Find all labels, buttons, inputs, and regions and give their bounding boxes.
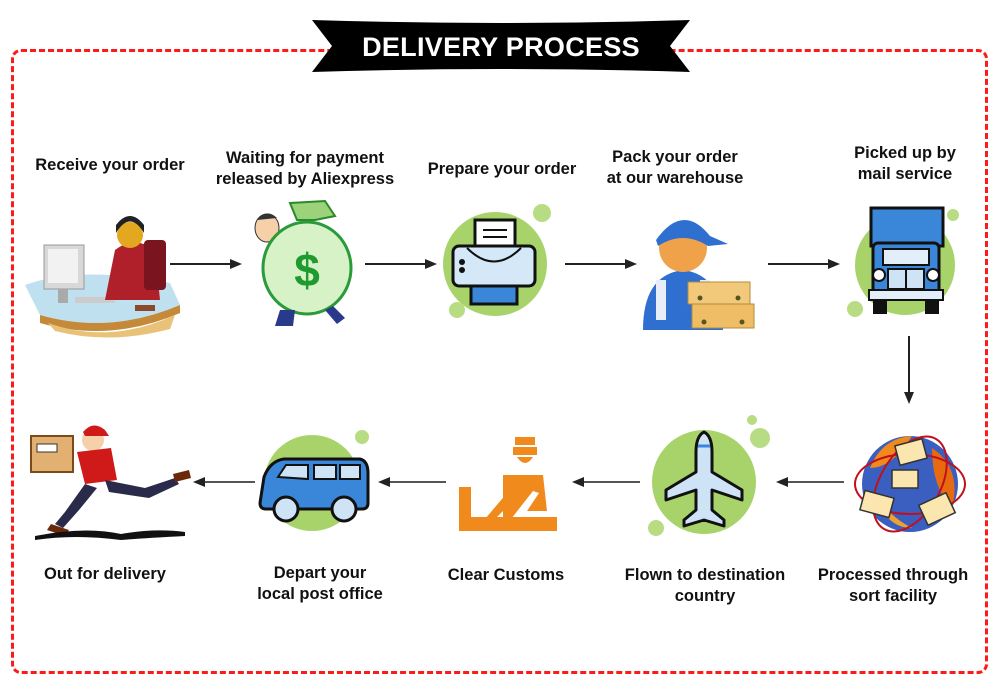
flow-arrow-6-to-7	[776, 477, 844, 487]
customs-officer-icon	[459, 437, 557, 531]
flow-arrow-4-to-5	[768, 259, 840, 269]
step-label-flown: Flown to destination country	[612, 565, 798, 607]
page-title: DELIVERY PROCESS	[362, 32, 640, 62]
label-line: sort facility	[848, 587, 938, 605]
step-label-out-for-delivery: Out for delivery	[30, 564, 180, 585]
label-line: country	[674, 587, 736, 605]
label-line: Receive your order	[35, 156, 185, 174]
step-label-sort-facility: Processed through sort facility	[806, 565, 980, 607]
label-line: Pack your order	[612, 148, 738, 166]
title-banner: DELIVERY PROCESS	[308, 18, 694, 74]
flow-arrow-3-to-4	[565, 259, 637, 269]
worker-with-boxes-icon	[643, 219, 755, 330]
globe-mail-icon	[854, 435, 966, 533]
label-line: mail service	[857, 165, 953, 183]
step-label-waiting-payment: Waiting for payment released by Aliexpre…	[200, 148, 410, 190]
label-line: Out for delivery	[44, 565, 166, 583]
label-line: Picked up by	[854, 144, 956, 162]
label-line: Waiting for payment	[226, 149, 384, 167]
van-icon	[258, 430, 370, 531]
woman-at-computer-icon	[25, 216, 180, 338]
money-bag-icon: $	[254, 199, 353, 326]
flow-arrow-5-to-6	[904, 336, 914, 404]
truck-icon	[847, 206, 959, 317]
flow-arrow-8-to-9	[378, 477, 446, 487]
step-label-pack-order: Pack your order at our warehouse	[590, 147, 760, 189]
banner-ribbon-shape	[312, 20, 690, 72]
flow-arrow-1-to-2	[170, 259, 242, 269]
step-label-clear-customs: Clear Customs	[430, 565, 582, 586]
label-line: at our warehouse	[606, 169, 744, 187]
flow-arrow-2-to-3	[365, 259, 437, 269]
label-line: Prepare your order	[427, 160, 577, 178]
flow-arrow-9-to-10	[193, 477, 255, 487]
flow-arrow-7-to-8	[572, 477, 640, 487]
airplane-icon	[648, 415, 770, 536]
label-line: Flown to destination	[624, 566, 786, 584]
step-label-depart-post-office: Depart your local post office	[240, 563, 400, 605]
step-label-picked-up: Picked up by mail service	[820, 143, 990, 185]
label-line: released by Aliexpress	[215, 170, 395, 188]
step-label-prepare-order: Prepare your order	[412, 159, 592, 180]
label-line: Clear Customs	[447, 566, 565, 584]
step-label-receive-order: Receive your order	[20, 155, 200, 176]
svg-text:$: $	[294, 244, 320, 296]
label-line: Depart your	[273, 564, 367, 582]
label-line: Processed through	[817, 566, 969, 584]
label-line: local post office	[257, 585, 383, 603]
courier-running-icon	[30, 425, 191, 540]
printer-icon	[443, 204, 551, 318]
